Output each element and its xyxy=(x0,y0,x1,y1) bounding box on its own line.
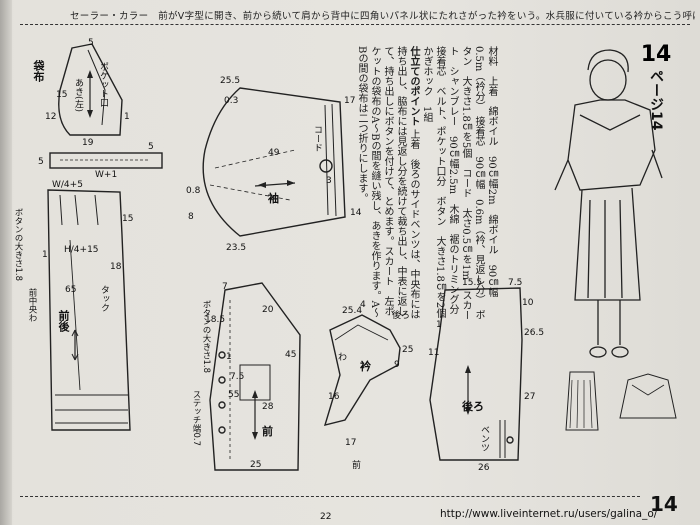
points-title: 仕立てのポイント xyxy=(408,46,419,126)
measure: 9 xyxy=(394,360,400,370)
label-skirt: 前後 xyxy=(57,310,70,332)
waistband-piece xyxy=(49,152,163,169)
measure: 25 xyxy=(250,460,262,470)
measure: 3 xyxy=(326,176,332,186)
measure: 1 xyxy=(226,352,232,362)
page-badge: 14 ページ14 xyxy=(626,42,686,134)
measure: 19 xyxy=(82,138,94,148)
measure: 4 xyxy=(360,300,366,310)
measure: 28 xyxy=(262,402,274,412)
measure: 17 xyxy=(344,96,356,106)
page-badge-label: ページ14 xyxy=(648,69,664,131)
footer-url-link[interactable]: http://www.liveinternet.ru/users/galina_… xyxy=(440,508,658,520)
label-back-small: 後ろ xyxy=(392,311,411,321)
measure: 16 xyxy=(328,392,340,402)
measure: 15 xyxy=(122,214,134,224)
measure: 0.3 xyxy=(224,96,239,106)
measure: 11 xyxy=(428,348,440,358)
measure: W/4+5 xyxy=(52,180,83,190)
header-banner: セーラー・カラー 前がV字型に開き、前から続いて肩から背中に四角いパネル状にたれ… xyxy=(70,11,695,22)
page-badge-number: 14 xyxy=(640,42,672,67)
measure: 49 xyxy=(268,148,280,158)
materials-text: 材料 上着 綿ボイル 90㎝幅2m 綿ボイル 90㎝幅 0.5m（衿分） 接着芯… xyxy=(421,46,497,329)
measure: 65 xyxy=(65,285,77,295)
footer-left-number: 22 xyxy=(320,512,332,522)
label-front-center: 前中央わ xyxy=(27,288,37,322)
label-stitch: ステッチ端0.7 xyxy=(191,390,201,447)
measure: 1 xyxy=(42,250,48,260)
footer-divider xyxy=(20,496,640,497)
measure: 25.5 xyxy=(220,76,241,86)
measure: 55 xyxy=(228,390,240,400)
measure: 12 xyxy=(45,112,57,122)
model-illustration xyxy=(554,49,663,358)
measure: 20 xyxy=(262,305,274,315)
label-jacket-back: 後ろ xyxy=(462,400,484,413)
label-button-size-2: ボタンの大きさ1.8 xyxy=(201,300,211,374)
measure: 25.4 xyxy=(342,306,363,316)
sleeve-piece xyxy=(202,87,346,237)
points-text: 上着 後ろのサイドベンツは、中央布には持ち出し、脇布には見返し分を続けて裁ち出し… xyxy=(356,46,419,320)
measure: 18 xyxy=(110,262,122,272)
measure: 17 xyxy=(345,438,357,448)
measure: 26 xyxy=(478,463,490,473)
label-sleeve: 袖 xyxy=(268,192,279,205)
measure: 26.5 xyxy=(524,328,545,338)
measure: 0.8 xyxy=(186,186,201,196)
skirt-thumbnail xyxy=(565,371,599,431)
label-collar: 衿 xyxy=(360,360,371,373)
footer-page-number: 14 xyxy=(650,492,678,516)
measure: 10 xyxy=(522,298,534,308)
measure: 18.5 xyxy=(205,315,226,325)
label-tuck: タック xyxy=(99,285,109,312)
measure: 27 xyxy=(524,392,536,402)
label-jacket-front: 前 xyxy=(262,425,273,438)
collar-piece xyxy=(323,314,401,426)
label-opening-left: あき(左) xyxy=(73,78,83,113)
measure: 15 xyxy=(56,90,68,100)
measure: 23.5 xyxy=(226,243,247,253)
label-pocket-opening: ポケット口 xyxy=(98,62,108,107)
label-vent: ベンツ xyxy=(479,425,489,452)
measure: 5 xyxy=(38,157,44,167)
label-cord: コード xyxy=(312,125,322,152)
jacket-front-piece xyxy=(209,282,301,471)
jacket-back-piece xyxy=(429,287,523,461)
label-front-word: 前 xyxy=(352,461,362,471)
measure: 8 xyxy=(188,212,194,222)
measure: 1 xyxy=(124,112,130,122)
header-divider xyxy=(20,24,690,25)
pocket-bag-piece xyxy=(58,43,123,136)
book-spine xyxy=(0,0,12,525)
measure: 7 xyxy=(222,282,228,292)
label-pocket-bag: 袋布 xyxy=(32,60,45,82)
jacket-thumbnail xyxy=(619,373,677,419)
measure: H/4+15 xyxy=(64,245,99,255)
measure: 15.5 xyxy=(462,278,483,288)
instructions-block: 材料 上着 綿ボイル 90㎝幅2m 綿ボイル 90㎝幅 0.5m（衿分） 接着芯… xyxy=(355,46,498,328)
measure: 1 xyxy=(436,320,442,330)
measure: 25 xyxy=(402,345,414,355)
measure: 14 xyxy=(350,208,362,218)
measure: 45 xyxy=(285,350,297,360)
pocket-bag-inner xyxy=(87,49,106,126)
measure: 7.5 xyxy=(508,278,523,288)
measure: 7.5 xyxy=(230,372,245,382)
label-button-size: ボタンの大きさ1.8 xyxy=(13,208,23,282)
measure: W+1 xyxy=(95,170,118,180)
measure: 5 xyxy=(148,142,154,152)
label-fold: わ xyxy=(338,353,348,363)
measure: 5 xyxy=(88,38,94,48)
skirt-piece xyxy=(47,189,131,431)
